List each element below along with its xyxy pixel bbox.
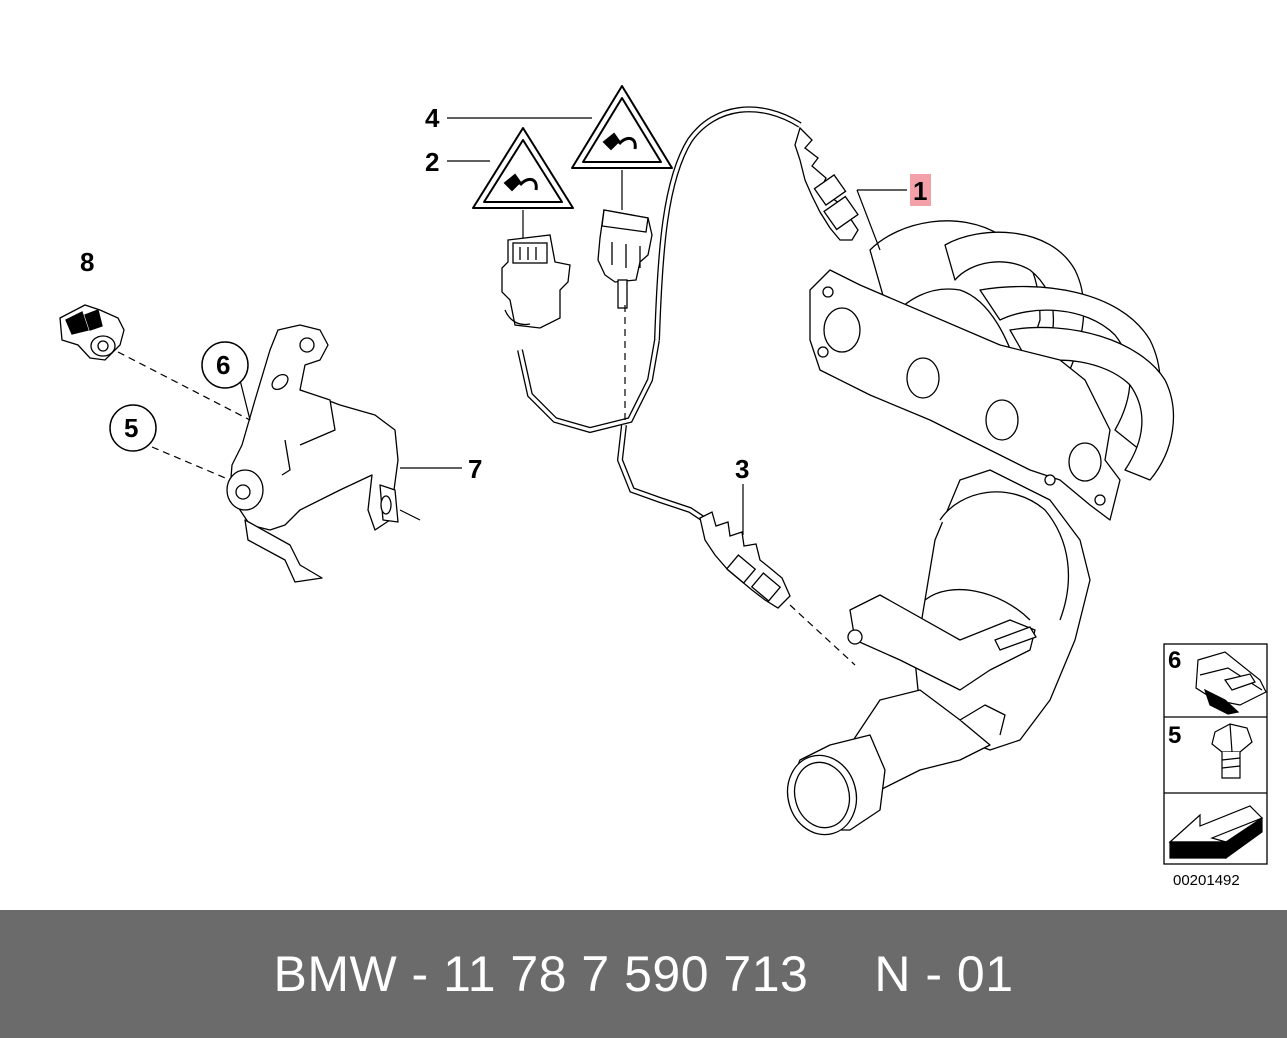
- position-code: N - 01: [874, 946, 1014, 1002]
- exhaust-manifold: [786, 220, 1175, 836]
- callout-8: 8: [80, 247, 94, 277]
- clip: [59, 304, 125, 361]
- callout-3: 3: [735, 454, 749, 484]
- legend-item-5-label: 5: [1168, 722, 1181, 749]
- callout-1: 1: [913, 176, 927, 206]
- parts-diagram: 1 2 3 4 5 6 7 8 6 5: [59, 85, 1268, 889]
- oxygen-sensor-upstream: [517, 106, 859, 434]
- bracket: [226, 324, 399, 583]
- connector-4: [597, 209, 653, 309]
- callout-1-highlight: [910, 174, 931, 206]
- direction-arrow-icon: [1168, 805, 1264, 860]
- warning-label-4: [571, 85, 673, 169]
- connector-2: [501, 234, 571, 329]
- leader-lines: [117, 117, 907, 666]
- callout-4: 4: [425, 103, 440, 133]
- hex-bolt-icon: [1211, 723, 1253, 779]
- callout-6: 6: [216, 350, 230, 380]
- clip-nut-icon: [1195, 651, 1267, 715]
- footer-bar: BMW - 11 78 7 590 713 N - 01: [0, 910, 1287, 1038]
- callout-2: 2: [425, 147, 439, 177]
- legend-item-6-label: 6: [1168, 647, 1181, 674]
- legend-panel: 6 5 00201492: [1163, 643, 1268, 889]
- callout-5: 5: [124, 413, 138, 443]
- callout-5-circle: [109, 404, 157, 452]
- callout-7: 7: [468, 454, 482, 484]
- oxygen-sensor-downstream: [616, 424, 791, 609]
- figure-number: 00201492: [1173, 872, 1240, 889]
- part-number: BMW - 11 78 7 590 713: [273, 946, 809, 1002]
- warning-label-2: [472, 127, 574, 209]
- callout-6-circle: [201, 341, 249, 389]
